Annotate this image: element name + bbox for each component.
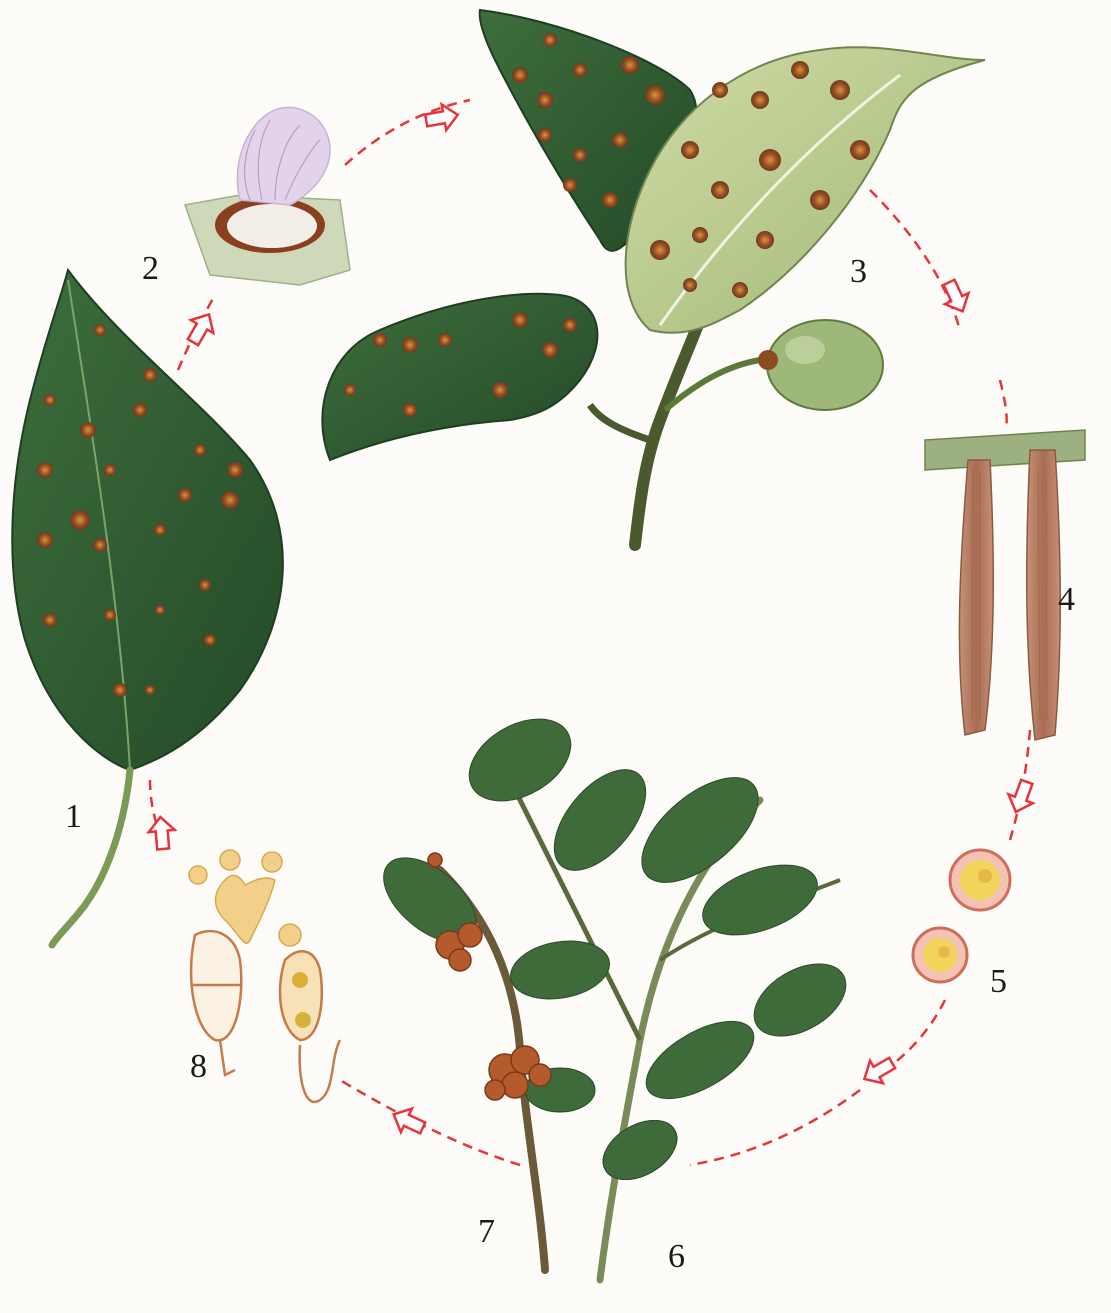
stage-label-6: 6 — [668, 1240, 685, 1274]
arrow-4-to-5 — [1004, 777, 1039, 816]
stage-2-aecium-section — [185, 107, 350, 285]
arrow-7-to-8 — [388, 1103, 428, 1140]
stage-3-infected-branch — [322, 10, 985, 545]
arrow-5-to-6 — [858, 1052, 899, 1091]
arrow-3-to-4 — [937, 277, 974, 317]
arrow-1-to-2 — [182, 308, 221, 349]
stage-label-4: 4 — [1058, 583, 1075, 617]
stage-label-8: 8 — [190, 1050, 207, 1084]
stage-label-1: 1 — [65, 800, 82, 834]
stage-label-3: 3 — [850, 255, 867, 289]
stage-label-2: 2 — [142, 252, 159, 286]
stage-label-7: 7 — [478, 1215, 495, 1249]
arrow-2-to-3 — [424, 102, 460, 133]
stage-8-teliospores — [189, 850, 340, 1102]
stage-1-infected-leaf — [12, 270, 283, 945]
stage-label-5: 5 — [990, 965, 1007, 999]
arrow-8-to-1 — [147, 816, 176, 850]
stage-6-7-juniper-branch — [369, 702, 859, 1280]
